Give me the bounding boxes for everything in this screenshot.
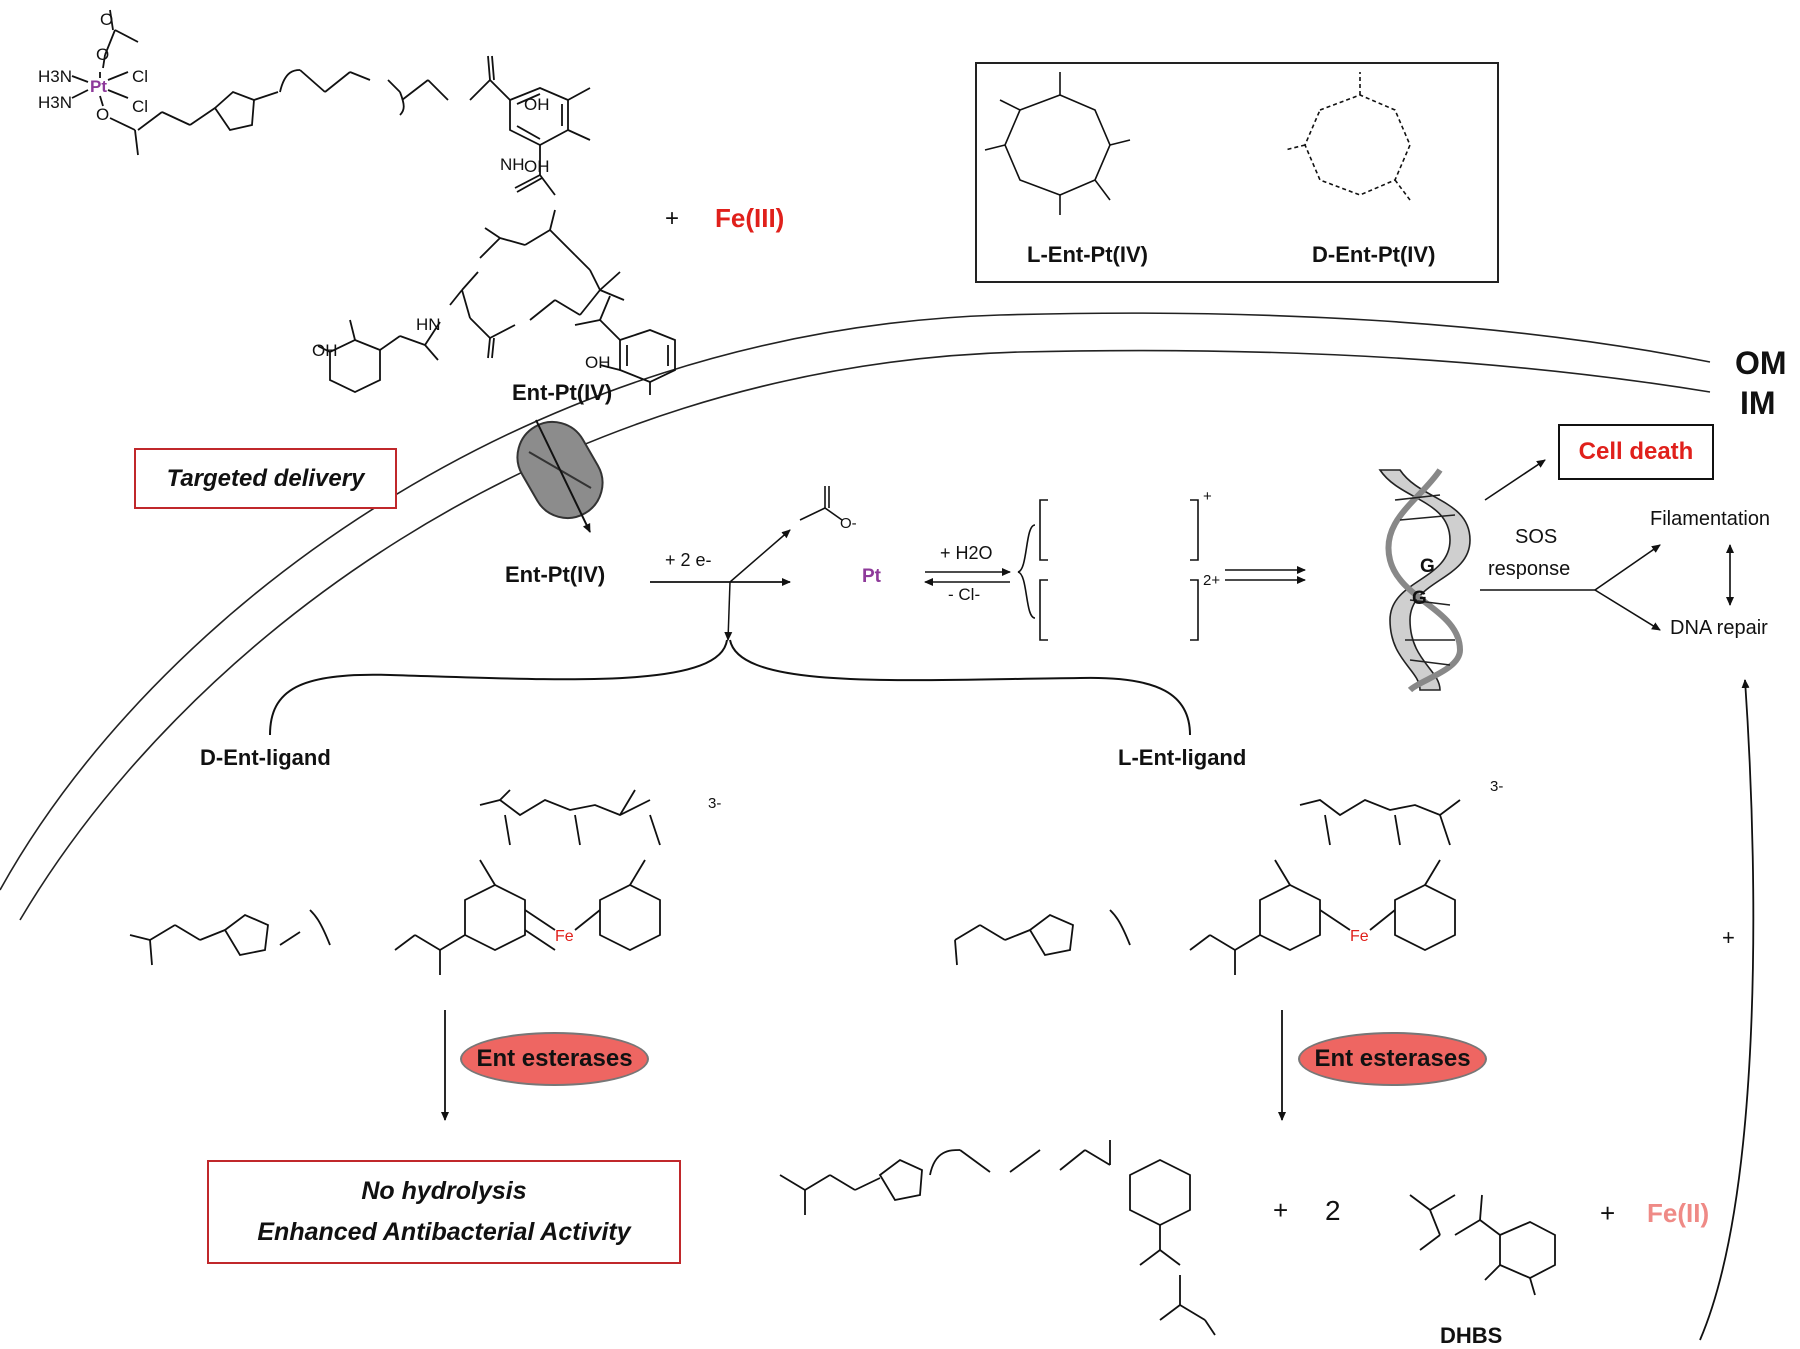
outer-membrane-line	[0, 312, 1711, 891]
guanine-label: G	[1412, 588, 1427, 609]
result-box: No hydrolysis Enhanced Antibacterial Act…	[207, 1160, 681, 1264]
plus-sign: +	[665, 205, 680, 232]
atom-nh: NH	[500, 155, 525, 174]
d-fe-complex-structure	[129, 789, 661, 975]
atom-o: O	[96, 45, 109, 64]
cell-death-box: Cell death	[1558, 424, 1714, 480]
water-label: + H2O	[940, 543, 993, 563]
hydration-equilibrium	[924, 568, 1011, 586]
l-ent-macrocycle	[984, 72, 1131, 215]
inner-membrane-label: IM	[1740, 385, 1776, 421]
charge-3minus: 3-	[1490, 778, 1504, 795]
targeted-delivery-box: Targeted delivery	[134, 448, 397, 509]
transporter-icon	[516, 419, 604, 533]
atom-cl: Cl	[132, 67, 148, 86]
aqua-complex-brackets	[1017, 499, 1199, 641]
atom-oh: OH	[585, 353, 611, 372]
dna-helix-icon	[1378, 468, 1471, 693]
stereoisomer-box: L-Ent-Pt(IV) D-Ent-Pt(IV)	[975, 62, 1499, 283]
no-hydrolysis-label: No hydrolysis	[361, 1177, 527, 1205]
ent-pt-intermediate-label: Ent-Pt(IV)	[505, 562, 606, 587]
cisplatin-pt-label: Pt	[862, 566, 881, 587]
carboxylate-fragment	[799, 486, 843, 521]
fe-center-label: Fe	[1350, 928, 1369, 945]
l-ent-ligand-label: L-Ent-ligand	[1118, 745, 1247, 770]
feedback-plus: +	[1722, 925, 1735, 950]
antibacterial-label: Enhanced Antibacterial Activity	[257, 1218, 631, 1246]
atom-cl: Cl	[132, 97, 148, 116]
targeted-delivery-label: Targeted delivery	[166, 464, 365, 492]
guanine-label: G	[1420, 556, 1435, 577]
atom-oh: OH	[312, 341, 338, 360]
charge-plus: +	[1203, 488, 1212, 505]
dhbs-structure	[1409, 1194, 1556, 1296]
atom-o: O	[96, 105, 109, 124]
electron-label: + 2 e-	[665, 550, 712, 570]
esterase-label: Ent esterases	[476, 1045, 633, 1072]
fe2-label: Fe(II)	[1647, 1198, 1710, 1228]
atom-o: O	[100, 10, 113, 29]
outer-membrane-label: OM	[1735, 345, 1787, 381]
l-ent-pt-label: L-Ent-Pt(IV)	[1027, 242, 1148, 267]
chloride-label: - Cl-	[948, 585, 981, 604]
fe-center-label: Fe	[555, 928, 574, 945]
response-label: response	[1488, 558, 1571, 580]
inner-membrane-line	[19, 349, 1711, 921]
dna-repair-label: DNA repair	[1670, 617, 1768, 639]
charge-3minus: 3-	[708, 795, 722, 812]
branch-right	[729, 639, 1191, 736]
esterase-label: Ent esterases	[1314, 1045, 1471, 1072]
d-ent-ligand-label: D-Ent-ligand	[200, 745, 331, 770]
fe3-label: Fe(III)	[715, 203, 785, 233]
ent-pt-atom-labels: O O O H3N H3N Pt Cl Cl NH HN OH OH OH OH	[38, 10, 611, 372]
branch-left	[269, 639, 728, 736]
l-fe-complex-structure	[954, 798, 1461, 975]
atom-pt: Pt	[90, 77, 107, 96]
product-plus: +	[1273, 1195, 1289, 1225]
filamentation-label: Filamentation	[1650, 508, 1771, 530]
d-ent-pt-label: D-Ent-Pt(IV)	[1312, 242, 1436, 267]
ent-pt-structure	[71, 9, 676, 395]
dhbs-count: 2	[1325, 1195, 1341, 1226]
ent-pt-label: Ent-Pt(IV)	[512, 380, 613, 405]
sos-label: SOS	[1515, 526, 1558, 548]
carboxylate-label: O-	[840, 515, 857, 532]
cell-death-label: Cell death	[1578, 438, 1694, 465]
esterase-badge-left: Ent esterases	[460, 1032, 649, 1086]
dhbs-label: DHBS	[1440, 1323, 1503, 1348]
esterase-badge-right: Ent esterases	[1298, 1032, 1487, 1086]
product-plus: +	[1600, 1198, 1616, 1228]
atom-h3n: H3N	[38, 67, 72, 86]
atom-oh: OH	[524, 157, 550, 176]
atom-hn: HN	[416, 315, 441, 334]
atom-oh: OH	[524, 95, 550, 114]
hydrolysis-product-structure	[779, 1140, 1216, 1336]
charge-2plus: 2+	[1203, 572, 1221, 589]
d-ent-macrocycle	[1284, 72, 1411, 201]
atom-h3n: H3N	[38, 93, 72, 112]
